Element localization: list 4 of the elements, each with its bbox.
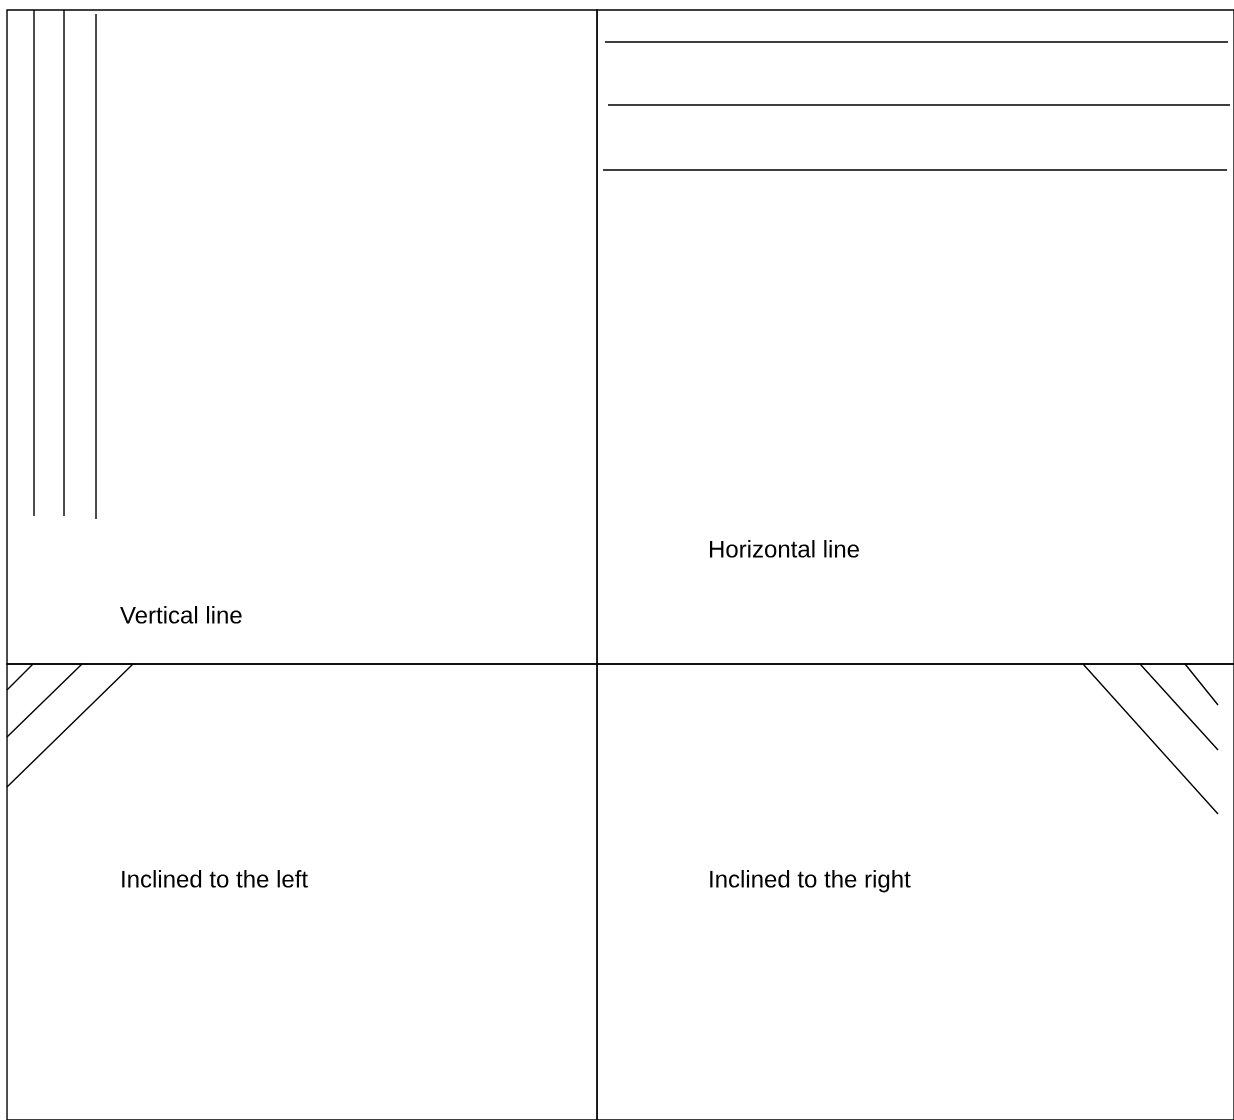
table-cell: Vertical line xyxy=(6,9,598,665)
table-cell: Inclined to the right xyxy=(596,663,1234,1120)
table-cell: Horizontal line xyxy=(596,9,1234,665)
table-cell: Inclined to the left xyxy=(6,663,598,1120)
